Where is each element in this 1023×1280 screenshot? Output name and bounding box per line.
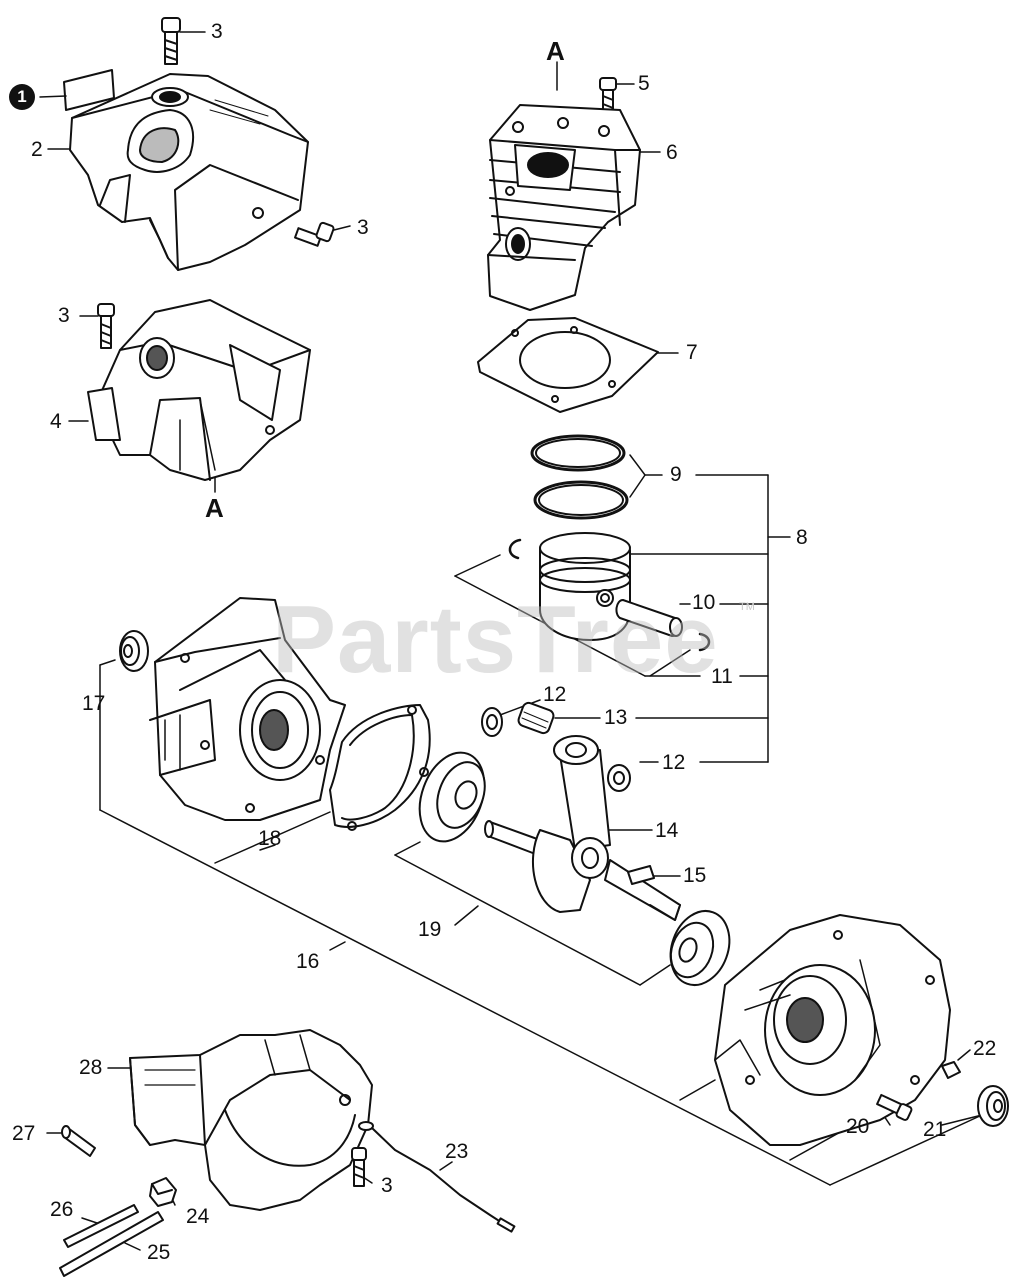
callout-18: 18 [258,827,282,850]
callout-8: 8 [796,526,808,549]
bolt-top [161,17,181,65]
bolt-20 [876,1093,913,1121]
callout-12-top: 12 [543,683,567,706]
callout-4: 4 [50,410,62,433]
callout-12-right: 12 [662,751,686,774]
callout-16: 16 [296,950,320,973]
rod-26 [63,1204,139,1248]
callout-20: 20 [846,1115,870,1138]
callout-14: 14 [655,819,679,842]
circlip-right [698,632,711,652]
top-cover [69,73,309,271]
callout-17: 17 [82,692,106,715]
ground-wire [358,1121,516,1233]
crankcase-right [714,914,951,1146]
thrust-washer-top [481,707,503,737]
piston-rings [530,434,629,520]
oil-seal-right [977,1085,1009,1127]
pin-27 [61,1125,96,1157]
callout-13: 13 [604,706,628,729]
callout-9: 9 [670,463,682,486]
rod-25 [59,1211,164,1277]
callout-10: 10 [692,591,716,614]
watermark-trademark: TM [739,601,755,613]
crankshaft [484,735,681,921]
needle-bearing [517,701,555,735]
circlip-left [508,538,522,560]
callout-26: 26 [50,1198,74,1221]
label-decal [39,69,115,111]
callout-11: 11 [711,665,733,688]
callout-25: 25 [147,1241,171,1264]
callout-3-top: 3 [211,20,223,43]
reference-a-bottom: A [205,493,224,523]
crankcase-gasket [329,704,431,831]
callout-27: 27 [12,1122,36,1145]
bolt-shroud [97,303,115,349]
callout-badge-1: 1 [9,84,35,110]
nut-24 [149,1177,177,1207]
reference-a-top: A [546,36,565,66]
callout-5: 5 [638,72,650,95]
cylinder [487,104,641,311]
callout-19: 19 [418,918,442,941]
bolt-cylinder [599,77,617,117]
bolt-bottom [351,1147,367,1187]
callout-3-bottom: 3 [381,1174,393,1197]
nut-22 [941,1061,961,1079]
oil-seal-left [119,630,149,672]
leader-lines [46,31,983,1251]
bearing-right [669,910,731,986]
callout-22: 22 [973,1037,997,1060]
bolt-cover [294,221,335,247]
callout-7: 7 [686,341,698,364]
callout-28: 28 [79,1056,103,1079]
callout-2: 2 [31,138,43,161]
cylinder-gasket [477,317,659,413]
callout-15: 15 [683,864,707,887]
bottom-cover [129,1029,373,1211]
callout-3-shroud: 3 [58,304,70,327]
piston-pin [615,599,683,637]
callout-23: 23 [445,1140,469,1163]
callout-6: 6 [666,141,678,164]
callout-24: 24 [186,1205,210,1228]
woodruff-key [627,865,655,885]
watermark: PartsTree [272,586,719,693]
thrust-washer-right [607,764,631,792]
piston [539,532,631,641]
callout-21: 21 [923,1118,947,1141]
bearing-left [418,751,486,843]
crankcase-left [149,597,346,821]
inner-shroud [87,299,311,481]
callout-3-cover: 3 [357,216,369,239]
